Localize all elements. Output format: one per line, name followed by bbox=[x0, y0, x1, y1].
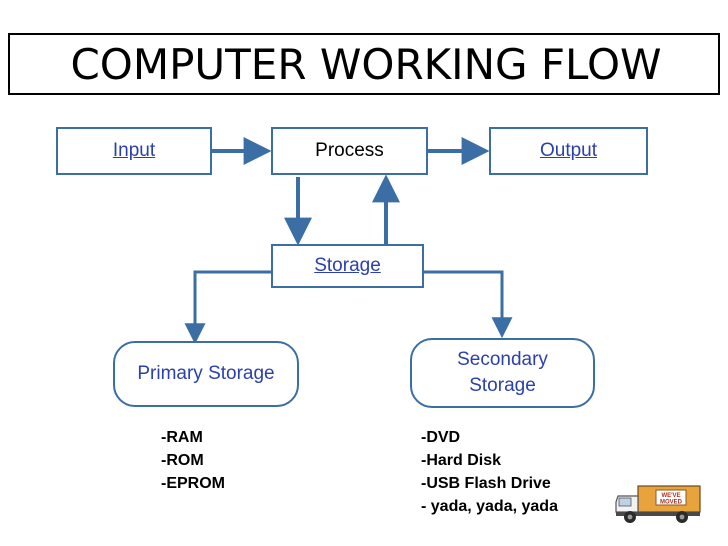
list-item: -Hard Disk bbox=[421, 452, 502, 469]
node-primary-storage[interactable]: Primary Storage bbox=[113, 341, 299, 407]
page-title: COMPUTER WORKING FLOW bbox=[70, 40, 662, 89]
list-item: - yada, yada, yada bbox=[421, 498, 558, 515]
list-item: -ROM bbox=[161, 452, 204, 469]
node-primary-storage-label: Primary Storage bbox=[137, 363, 275, 384]
moving-truck-clipart-icon: WE'VE MOVED bbox=[615, 485, 701, 523]
primary-storage-list: -RAM -ROM -EPROM bbox=[161, 426, 225, 495]
node-input[interactable]: Input bbox=[56, 127, 212, 175]
list-item: -RAM bbox=[161, 429, 203, 446]
node-input-label: Input bbox=[112, 140, 156, 161]
node-storage-label: Storage bbox=[314, 255, 381, 276]
node-process[interactable]: Process bbox=[271, 127, 428, 175]
arrow-storage-to-secondary bbox=[424, 270, 513, 339]
node-output-label: Output bbox=[539, 140, 598, 161]
title-box: COMPUTER WORKING FLOW bbox=[8, 33, 720, 95]
list-item: -USB Flash Drive bbox=[421, 475, 551, 492]
node-storage[interactable]: Storage bbox=[271, 244, 424, 288]
arrow-storage-to-primary bbox=[184, 270, 276, 345]
truck-sign-line1: WE'VE bbox=[661, 493, 680, 499]
node-secondary-storage[interactable]: Secondary Storage bbox=[410, 338, 595, 408]
list-item: -DVD bbox=[421, 429, 461, 446]
node-secondary-storage-label-line1: Secondary bbox=[457, 349, 548, 370]
node-output[interactable]: Output bbox=[489, 127, 648, 175]
list-item: -EPROM bbox=[161, 475, 225, 492]
node-secondary-storage-label-line2: Storage bbox=[469, 375, 536, 396]
truck-sign-line2: MOVED bbox=[660, 500, 683, 506]
secondary-storage-list: -DVD -Hard Disk -USB Flash Drive - yada,… bbox=[421, 426, 558, 518]
node-process-label: Process bbox=[315, 140, 384, 161]
